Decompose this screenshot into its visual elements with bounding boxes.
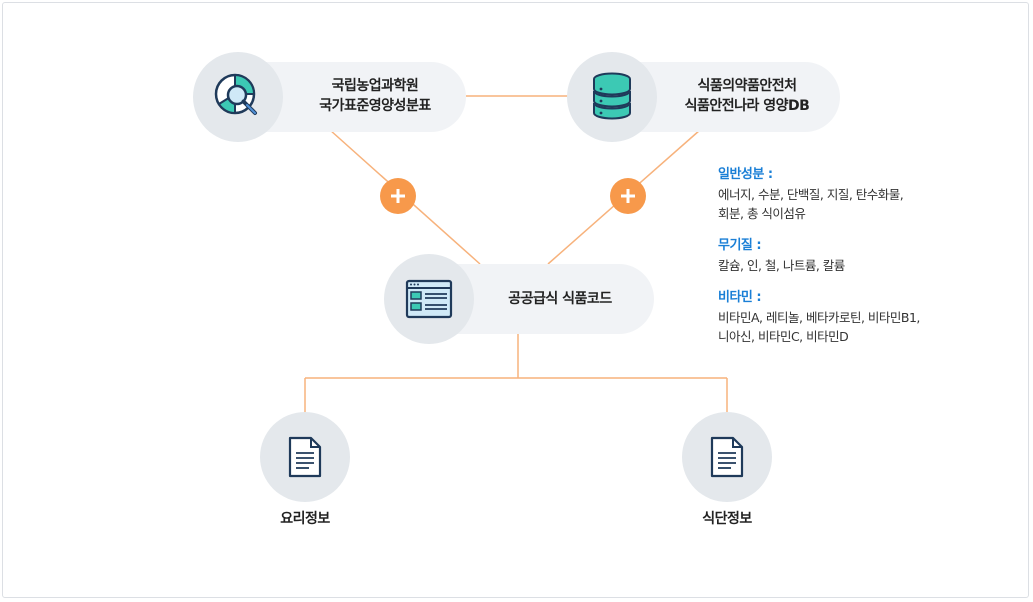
vitamin-text: 비타민A, 레티놀, 베타카로틴, 비타민B1, 니아신, 비타민C, 비타민D — [718, 308, 978, 346]
output2-label: 식단정보 — [702, 511, 752, 527]
nutrient-info-panel: 일반성분 : 에너지, 수분, 단백질, 지질, 탄수화물, 회분, 총 식이섬… — [718, 163, 978, 357]
source1-line2: 국가표준영양성분표 — [319, 98, 431, 114]
mineral-title: 무기질 : — [718, 238, 762, 253]
general-line1: 에너지, 수분, 단백질, 지질, 탄수화물, — [718, 187, 904, 202]
plus-icon — [621, 189, 635, 203]
general-title: 일반성분 : — [718, 167, 773, 182]
database-icon — [593, 72, 631, 120]
vitamin-line1: 비타민A, 레티놀, 베타카로틴, 비타민B1, — [718, 310, 920, 325]
output2-icon-circle — [682, 412, 772, 502]
general-line2: 회분, 총 식이섬유 — [718, 206, 806, 221]
source2-line2: 식품안전나라 영양DB — [684, 98, 810, 114]
mineral-line1: 칼슘, 인, 철, 나트륨, 칼륨 — [718, 258, 845, 273]
plus-marker-left — [380, 178, 416, 214]
center-label: 공공급식 식품코드 — [508, 291, 612, 307]
source2-label: 식품의약품안전처 식품안전나라 영양DB — [662, 76, 832, 116]
source2-line1: 식품의약품안전처 — [697, 78, 797, 94]
vitamin-line2: 니아신, 비타민C, 비타민D — [718, 329, 849, 344]
document-icon — [710, 436, 744, 478]
document-icon — [288, 436, 322, 478]
output1-icon-circle — [260, 412, 350, 502]
output1-label: 요리정보 — [280, 511, 330, 527]
source1-line1: 국립농업과학원 — [331, 78, 419, 94]
mineral-text: 칼슘, 인, 철, 나트륨, 칼륨 — [718, 256, 978, 275]
source1-icon-circle — [193, 52, 283, 142]
vitamin-title: 비타민 : — [718, 290, 762, 305]
general-text: 에너지, 수분, 단백질, 지질, 탄수화물, 회분, 총 식이섬유 — [718, 185, 978, 223]
plus-marker-right — [610, 178, 646, 214]
plus-icon — [391, 189, 405, 203]
browser-window-icon — [405, 279, 453, 319]
chart-search-icon — [214, 73, 257, 115]
source1-label: 국립농업과학원 국가표준영양성분표 — [290, 76, 460, 116]
source2-icon-circle — [567, 52, 657, 142]
center-icon-circle — [384, 254, 474, 344]
